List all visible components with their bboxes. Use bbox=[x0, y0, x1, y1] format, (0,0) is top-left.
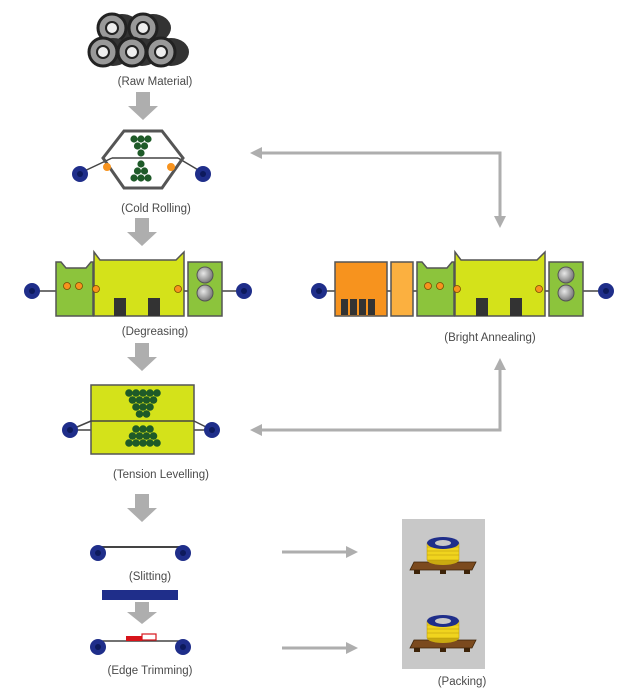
packing-label: (Packing) bbox=[438, 676, 487, 688]
tension-levelling-icon bbox=[62, 384, 220, 455]
bright-annealing-line-icon bbox=[311, 249, 614, 317]
degreasing-label: (Degreasing) bbox=[122, 326, 189, 338]
annealing-to-levelling-arrow-icon bbox=[250, 358, 506, 436]
slitting-label: (Slitting) bbox=[129, 571, 171, 583]
cold-rolling-mill-icon bbox=[72, 129, 211, 190]
packed-coil-icon bbox=[409, 615, 477, 652]
slitter-blade-icon bbox=[102, 590, 178, 600]
bright-annealing-label: (Bright Annealing) bbox=[444, 332, 536, 344]
degreasing-line-icon bbox=[24, 249, 252, 317]
slitting-icon bbox=[90, 545, 191, 561]
tension-levelling-label: (Tension Levelling) bbox=[113, 469, 209, 481]
arrow-down-icon bbox=[127, 343, 157, 371]
trimming-to-packing-arrow-icon bbox=[282, 642, 358, 654]
edge-trimming-label: (Edge Trimming) bbox=[108, 665, 193, 677]
edge-trimming-icon bbox=[90, 633, 191, 655]
arrow-down-icon bbox=[128, 92, 158, 120]
return-to-cold-rolling-arrow-icon bbox=[250, 147, 506, 228]
arrow-down-icon bbox=[127, 218, 157, 246]
raw-material-coils-icon bbox=[87, 12, 189, 68]
slitting-to-packing-arrow-icon bbox=[282, 546, 358, 558]
packed-coil-icon bbox=[409, 537, 477, 574]
cold-rolling-label: (Cold Rolling) bbox=[121, 203, 191, 215]
arrow-down-icon bbox=[127, 602, 157, 624]
raw-material-label: (Raw Material) bbox=[118, 76, 193, 88]
arrow-down-icon bbox=[127, 494, 157, 522]
